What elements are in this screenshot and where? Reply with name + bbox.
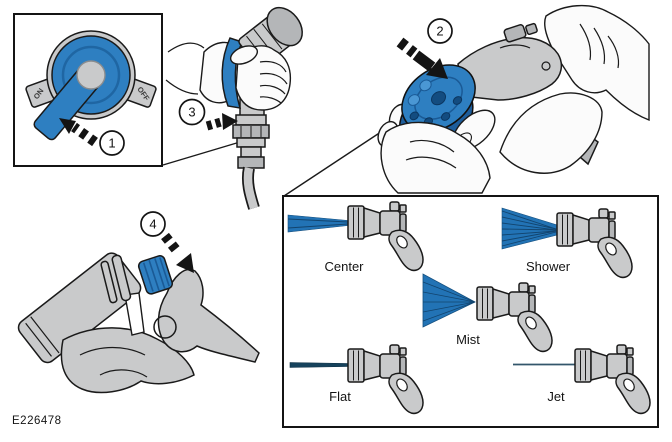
press-arrow-icon [205, 113, 238, 131]
spray-pattern-flat: Flat [289, 344, 424, 415]
center-spray-icon [287, 214, 349, 233]
step-1-badge: 1 [99, 130, 125, 156]
spray-pattern-center: Center [287, 201, 424, 274]
spray-pattern-mist: Mist [422, 273, 553, 353]
spray-pattern-box: Center Shower [282, 195, 659, 428]
hose [241, 166, 260, 210]
gun-icon [347, 344, 424, 415]
spray-pattern-label: Flat [329, 389, 351, 404]
spray-pattern-label: Shower [526, 259, 571, 274]
spray-patterns-illustration: Center Shower [287, 201, 651, 415]
thumb [229, 45, 259, 65]
flat-spray-icon [289, 362, 349, 368]
spray-pattern-jet: Jet [513, 344, 651, 415]
lock-clips [100, 254, 132, 304]
step-4-badge: 4 [140, 211, 166, 237]
step-3-number: 3 [188, 105, 195, 120]
gun-icon [476, 282, 553, 353]
valve-center-cap [76, 60, 106, 90]
gun-icon [574, 344, 651, 415]
pattern-dial-illustration: 2 [377, 4, 650, 194]
hose-connector [232, 114, 270, 169]
turn-arrow-icon [59, 118, 98, 147]
spray-pattern-label: Jet [547, 389, 565, 404]
valve-illustration: ON OFF 1 [25, 30, 157, 156]
spray-pattern-shower: Shower [501, 207, 633, 279]
figure-code: E226478 [12, 415, 62, 427]
spray-pattern-label: Center [324, 259, 364, 274]
trigger-hand-illustration: 3 [165, 6, 303, 210]
rotate-arrow-icon [396, 37, 448, 79]
callout-line-valve [162, 141, 241, 166]
trigger-slot [124, 292, 145, 336]
pivot-hole [153, 315, 177, 339]
valve-dial-hub-ring [61, 45, 121, 105]
flow-knob [137, 255, 174, 295]
step-4-number: 4 [149, 217, 156, 232]
spray-pattern-label: Mist [456, 332, 480, 347]
turn-arrow-icon [161, 232, 194, 273]
flow-knob-illustration: 4 [17, 211, 260, 394]
callout-line-patterns [283, 121, 397, 197]
right-palm [499, 92, 603, 174]
gun-body [457, 22, 563, 101]
left-hand [380, 121, 491, 194]
step-3-badge: 3 [178, 98, 206, 126]
step-2-number: 2 [436, 24, 443, 39]
step-1-number: 1 [108, 136, 115, 151]
valve-inset-box: ON OFF 1 [13, 13, 163, 167]
gun-rear [157, 268, 260, 363]
step-2-badge: 2 [427, 18, 453, 44]
